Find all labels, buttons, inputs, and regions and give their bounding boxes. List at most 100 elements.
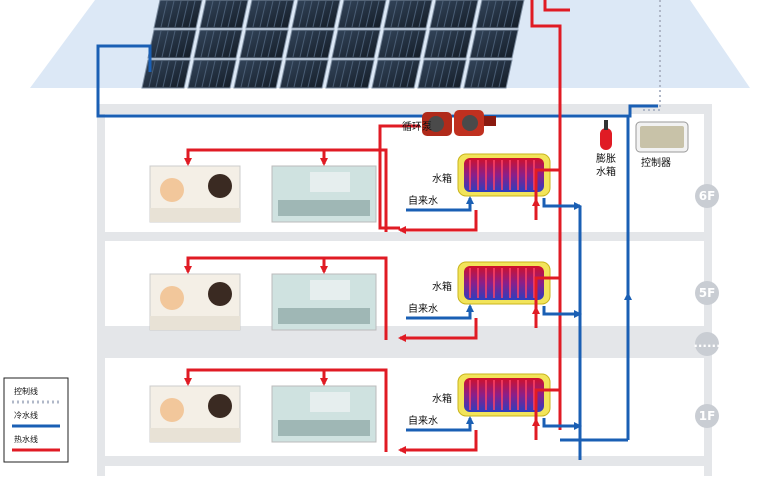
floor-badge-label: 1F (699, 409, 716, 423)
legend-label: 热水线 (14, 434, 38, 444)
tap-water-line (406, 416, 474, 432)
bath-image (149, 385, 241, 443)
panel-tube (181, 0, 189, 28)
pump-label: 循环泵 (402, 120, 432, 133)
tap-water-line (406, 196, 474, 212)
panel-tube (366, 30, 374, 58)
solar-panel-array (141, 0, 525, 89)
panel-tube (326, 0, 334, 28)
panel-tube (483, 30, 491, 58)
floor-badge-label: 6F (699, 189, 716, 203)
panel-tube (360, 60, 368, 88)
collector-hot-branch (534, 388, 560, 426)
panel-tube (314, 60, 322, 88)
panel-tube (424, 60, 432, 88)
panel-tube (437, 30, 445, 58)
water-tank-icon (457, 153, 551, 197)
hot-supply-top (530, 0, 562, 430)
panel-tube (286, 60, 294, 88)
panel-tube (411, 0, 419, 28)
collector-cold-branch (542, 198, 582, 210)
panel-tube (345, 30, 353, 58)
panel-tube (161, 30, 169, 58)
tap-water-label: 自来水 (408, 302, 438, 315)
panel-tube (482, 0, 490, 28)
panel-tube (266, 0, 274, 28)
panel-tube (313, 30, 321, 58)
hot-line-to-fixtures (398, 210, 478, 234)
hot-line-bath (184, 148, 388, 232)
panel-tube (206, 0, 214, 28)
panel-tube (332, 60, 340, 88)
panel-tube (194, 60, 202, 88)
panel-tube (451, 30, 459, 58)
collector-cold-branch (542, 306, 582, 318)
hot-line-bath (184, 256, 388, 340)
panel-tube (298, 0, 306, 28)
kitchen-image (271, 165, 377, 223)
panel-tube (175, 30, 183, 58)
panel-tube (188, 0, 196, 28)
panel-tube (247, 60, 255, 88)
panel-tube (167, 0, 175, 28)
water-tank-label: 水箱 (432, 280, 452, 293)
panel-tube (299, 30, 307, 58)
hot-line-to-fixtures (398, 318, 478, 342)
panel-tube (267, 30, 275, 58)
control-line (640, 0, 661, 111)
panel-tube (385, 60, 393, 88)
panel-tube (412, 30, 420, 58)
cold-line-return (96, 104, 658, 118)
panel-tube (319, 0, 327, 28)
panel-tube (213, 0, 221, 28)
panel-tube (445, 60, 453, 88)
slab-6f (97, 232, 712, 241)
panel-tube (464, 0, 472, 28)
floor-badge-5F: 5F (695, 281, 719, 305)
panel-tube (443, 0, 451, 28)
panel-tube (497, 30, 505, 58)
slab-ground (97, 456, 712, 466)
panel-tube (351, 0, 359, 28)
panel-tube (378, 60, 386, 88)
panel-tube (200, 30, 208, 58)
panel-tube (273, 0, 281, 28)
panel-tube (438, 60, 446, 88)
panel-tube (392, 60, 400, 88)
panel-tube (372, 0, 380, 28)
expansion-tank-label: 膨胀 水箱 (596, 152, 619, 178)
panel-tube (260, 30, 268, 58)
tap-water-line (406, 304, 474, 320)
panel-tube (397, 0, 405, 28)
panel-tube (358, 0, 366, 28)
panel-tube (384, 30, 392, 58)
floor-badge-1F: 1F (695, 404, 719, 428)
expansion-tank-icon (600, 120, 612, 150)
kitchen-image (271, 273, 377, 331)
panel-tube (293, 60, 301, 88)
hot-line-bath (184, 368, 388, 452)
panel-tube (338, 30, 346, 58)
panel-tube (365, 0, 373, 28)
collector-cold-branch (542, 418, 582, 430)
hot-pump-line (378, 124, 420, 230)
more-floors-badge: ...... (693, 332, 721, 356)
slab-roof (97, 104, 712, 114)
panel-tube (305, 0, 313, 28)
panel-tube (504, 30, 512, 58)
panel-tube (503, 0, 511, 28)
panel-tube (280, 0, 288, 28)
tap-water-label: 自来水 (408, 194, 438, 207)
panel-tube (168, 30, 176, 58)
hot-line-to-fixtures (398, 430, 478, 454)
panel-tube (344, 0, 352, 28)
panel-tube (259, 0, 267, 28)
panel-tube (160, 0, 168, 28)
panel-tube (405, 30, 413, 58)
panel-tube (254, 60, 262, 88)
panel-tube (215, 60, 223, 88)
